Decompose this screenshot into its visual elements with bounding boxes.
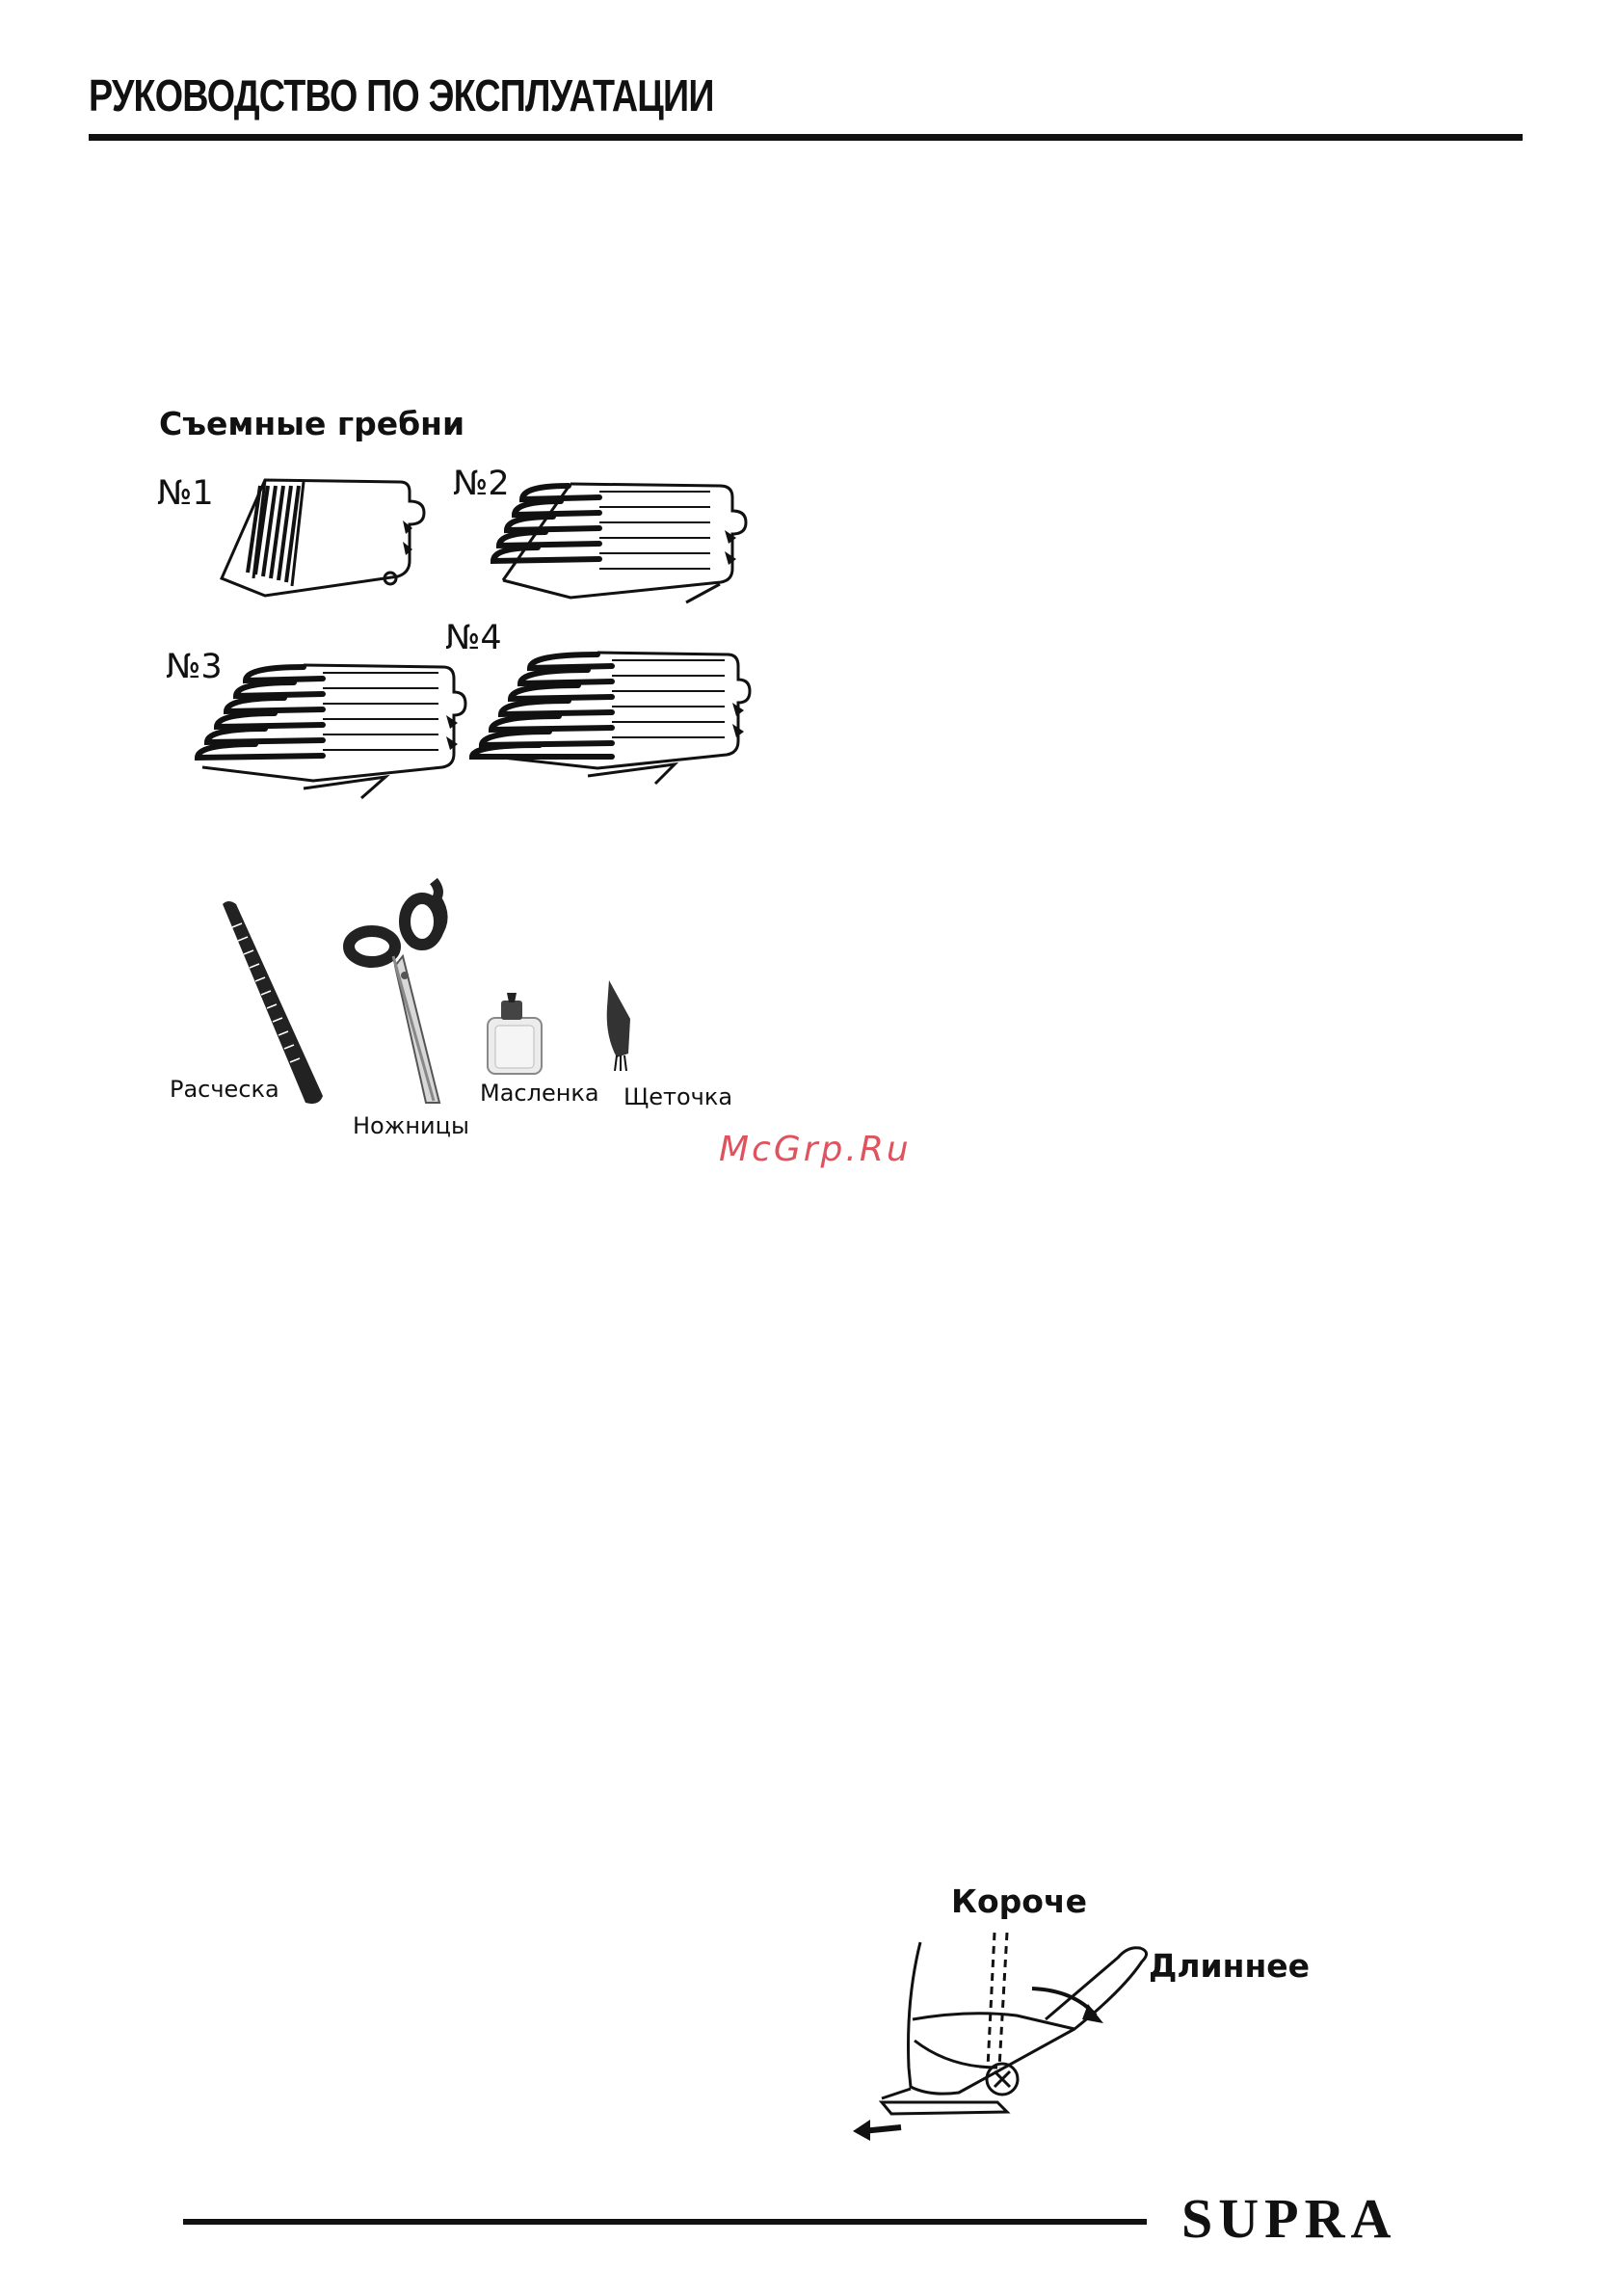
accessory-label-comb: Расческа bbox=[170, 1076, 279, 1103]
oil-bottle-illustration bbox=[484, 993, 551, 1080]
comb-4-illustration bbox=[472, 641, 742, 805]
header-divider bbox=[89, 134, 1523, 141]
scissors-illustration bbox=[345, 879, 451, 1110]
accessory-label-brush: Щеточка bbox=[623, 1083, 732, 1110]
brand-logo: SUPRA bbox=[1181, 2186, 1396, 2251]
comb-3-illustration bbox=[198, 654, 458, 817]
lever-adjust-illustration bbox=[853, 1923, 1161, 2145]
accessory-label-oil: Масленка bbox=[480, 1080, 599, 1107]
page-title: РУКОВОДСТВО ПО ЭКСПЛУАТАЦИИ bbox=[89, 69, 714, 121]
comb-label-1: №1 bbox=[157, 474, 214, 513]
comb-1-illustration bbox=[217, 472, 448, 607]
combs-heading: Съемные гребни bbox=[159, 405, 464, 442]
accessory-label-scissors: Ножницы bbox=[353, 1112, 469, 1139]
watermark: McGrp.Ru bbox=[719, 1130, 912, 1169]
label-shorter: Короче bbox=[951, 1882, 1087, 1920]
cleaning-brush-illustration bbox=[596, 978, 653, 1075]
label-longer: Длиннее bbox=[1149, 1947, 1310, 1985]
footer-divider bbox=[183, 2219, 1147, 2225]
comb-2-illustration bbox=[493, 472, 734, 617]
